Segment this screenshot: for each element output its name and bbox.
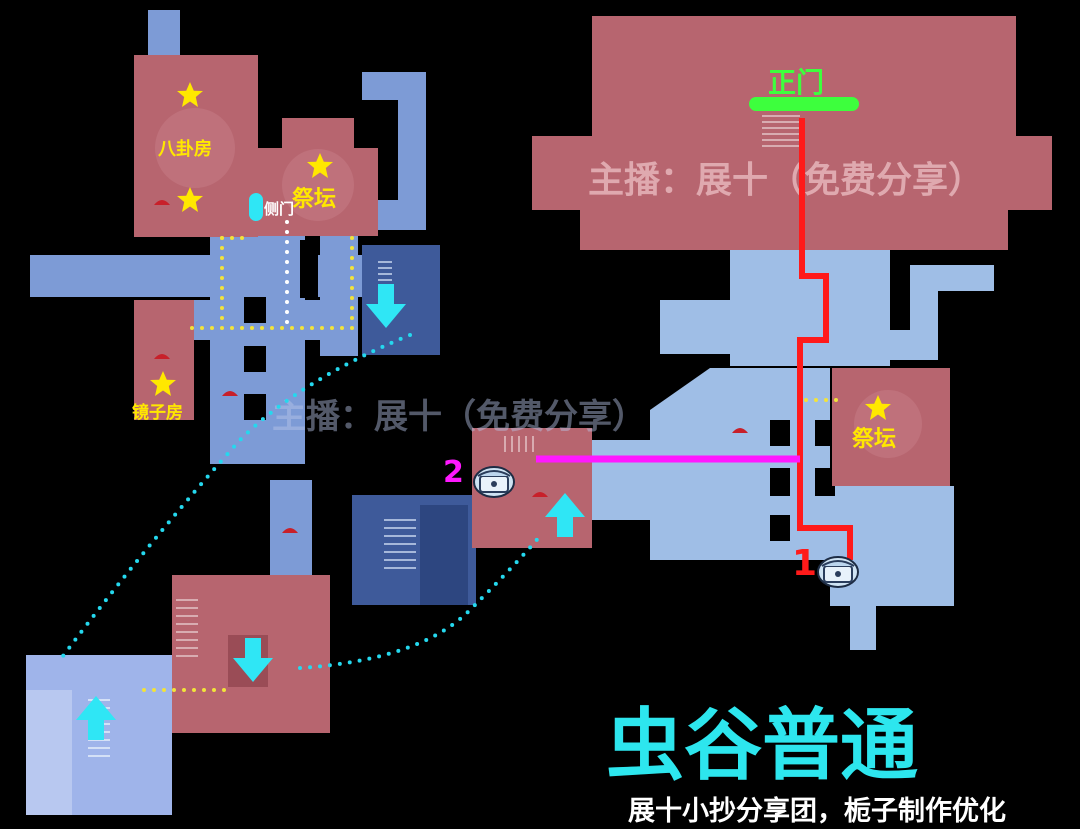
right-complex bbox=[532, 16, 1052, 650]
label-step-1: 1 bbox=[792, 543, 817, 584]
left-complex bbox=[30, 10, 440, 580]
label-step-2: 2 bbox=[443, 455, 464, 490]
watermark-mid: 主播：展十（免费分享） bbox=[272, 397, 646, 437]
map-title: 虫谷普通 bbox=[606, 701, 918, 791]
side-door-marker bbox=[249, 193, 263, 221]
map-credit: 展十小抄分享团，栀子制作优化 bbox=[628, 795, 1006, 827]
label-altar-left: 祭坛 bbox=[291, 186, 336, 212]
treasure-chest-icon bbox=[817, 556, 859, 588]
label-altar-right: 祭坛 bbox=[851, 426, 896, 452]
label-side-door: 侧门 bbox=[264, 200, 294, 218]
treasure-chest-icon bbox=[473, 466, 515, 498]
label-bagua-room: 八卦房 bbox=[158, 138, 212, 160]
dotted-paths bbox=[58, 220, 842, 692]
middle-rooms bbox=[26, 428, 592, 815]
route-red bbox=[797, 118, 853, 560]
watermark-top: 主播：展十（免费分享） bbox=[588, 160, 984, 201]
label-main-gate: 正门 bbox=[768, 66, 824, 99]
label-mirror-room: 镜子房 bbox=[132, 402, 183, 423]
